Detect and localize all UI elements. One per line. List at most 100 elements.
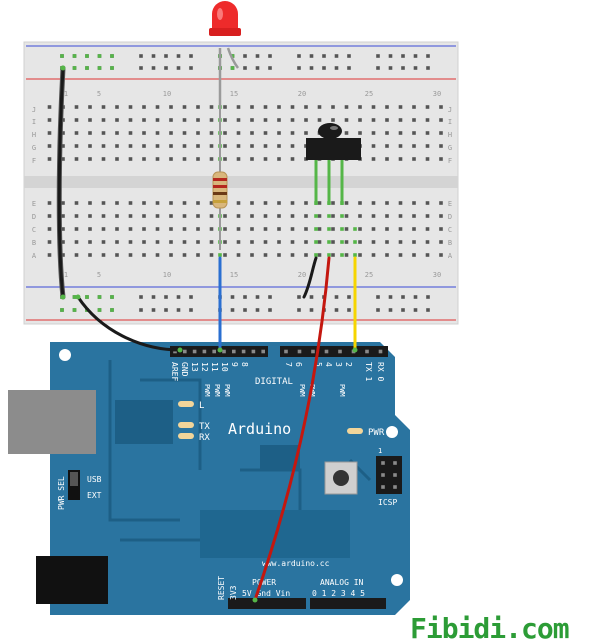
breadboard-hole <box>439 131 443 135</box>
breadboard-hole <box>115 201 119 205</box>
rail-hole <box>268 308 272 312</box>
col-num: 1 <box>64 90 68 98</box>
rail-hole <box>309 308 314 312</box>
column-numbers-top: 1 5 10 15 20 25 30 <box>64 90 441 98</box>
reset-button[interactable] <box>324 461 358 495</box>
breadboard-hole <box>169 214 173 218</box>
usb-connector[interactable] <box>8 390 96 454</box>
rail-hole <box>230 295 235 299</box>
row-letter: G <box>32 144 36 152</box>
breadboard-hole <box>223 131 227 135</box>
breadboard-hole <box>412 144 416 148</box>
connected-hole <box>340 214 344 218</box>
header-pin <box>261 349 265 354</box>
status-leds: L TX RX PWR <box>178 401 385 443</box>
breadboard-hole <box>74 105 79 109</box>
board-traces <box>108 360 372 542</box>
breadboard-hole <box>155 157 160 161</box>
ir-receiver[interactable] <box>306 123 361 205</box>
rail-hole <box>268 295 272 299</box>
row-letter: A <box>448 252 453 260</box>
breadboard-hole <box>236 105 241 109</box>
col-num: 25 <box>365 90 373 98</box>
breadboard-hole <box>331 214 335 218</box>
col-num: 20 <box>298 271 306 279</box>
breadboard-hole <box>398 105 403 109</box>
breadboard-hole <box>142 201 146 205</box>
breadboard-hole <box>317 118 322 122</box>
connected-hole <box>340 227 344 231</box>
breadboard-hole <box>61 144 65 148</box>
pin-label: 13 <box>190 362 199 372</box>
breadboard-hole <box>385 201 389 205</box>
pin-label: TX 1 <box>364 362 373 381</box>
breadboard-hole <box>317 227 322 231</box>
breadboard-hole <box>331 240 335 244</box>
breadboard-hole <box>128 253 133 257</box>
breadboard-hole <box>250 144 254 148</box>
breadboard-hole <box>47 253 52 257</box>
breadboard-hole <box>317 214 322 218</box>
breadboard-hole <box>128 201 133 205</box>
breadboard-hole <box>344 201 349 205</box>
breadboard-hole <box>439 227 443 231</box>
breadboard-hole <box>61 253 65 257</box>
breadboard-hole <box>223 105 227 109</box>
sensor-dome-highlight <box>330 126 338 130</box>
col-num: 30 <box>433 90 441 98</box>
header-pin <box>192 349 197 354</box>
breadboard-hole <box>358 240 362 244</box>
breadboard-hole <box>371 227 376 231</box>
breadboard-hole <box>304 105 308 109</box>
rail-hole <box>255 308 260 312</box>
breadboard-hole <box>236 240 241 244</box>
rail-hole <box>189 54 193 58</box>
icsp-label: ICSP <box>378 498 397 507</box>
breadboard-hole <box>385 144 389 148</box>
breadboard-hole <box>304 131 308 135</box>
breadboard-hole <box>290 201 295 205</box>
resistor-band <box>213 192 227 195</box>
breadboard-hole <box>155 214 160 218</box>
breadboard-hole <box>263 157 268 161</box>
breadboard-hole <box>439 144 443 148</box>
breadboard-hole <box>88 201 92 205</box>
resistor[interactable] <box>212 108 228 250</box>
connected-hole <box>327 253 331 257</box>
connected-hole <box>72 308 77 312</box>
breadboard-hole <box>223 118 227 122</box>
mounting-hole <box>59 349 71 361</box>
breadboard-hole <box>398 253 403 257</box>
breadboard-hole <box>155 227 160 231</box>
power-jack[interactable] <box>36 556 108 604</box>
breadboard-hole <box>412 105 416 109</box>
breadboard-hole <box>263 105 268 109</box>
connected-hole <box>97 295 102 299</box>
row-letter: F <box>448 157 452 165</box>
row-letter: F <box>32 157 36 165</box>
breadboard-hole <box>331 201 335 205</box>
breadboard-hole <box>425 253 430 257</box>
breadboard-hole <box>155 240 160 244</box>
breadboard-hole <box>182 131 187 135</box>
breadboard-hole <box>263 201 268 205</box>
breadboard-hole <box>317 201 322 205</box>
red-led[interactable] <box>209 1 241 108</box>
breadboard-hole <box>385 105 389 109</box>
breadboard-hole <box>115 144 119 148</box>
breadboard-hole <box>74 157 79 161</box>
breadboard-hole <box>142 227 146 231</box>
breadboard-hole <box>169 131 173 135</box>
pwm-label: PWM <box>213 384 221 397</box>
breadboard-hole <box>101 201 106 205</box>
breadboard-hole <box>88 157 92 161</box>
breadboard-hole <box>412 227 416 231</box>
rail-hole <box>151 308 156 312</box>
connected-hole <box>314 240 318 244</box>
breadboard-hole <box>439 105 443 109</box>
breadboard-hole <box>196 105 200 109</box>
breadboard-hole <box>142 118 146 122</box>
breadboard-hole <box>182 240 187 244</box>
breadboard-hole <box>196 157 200 161</box>
pin-label: 4 <box>324 362 333 367</box>
